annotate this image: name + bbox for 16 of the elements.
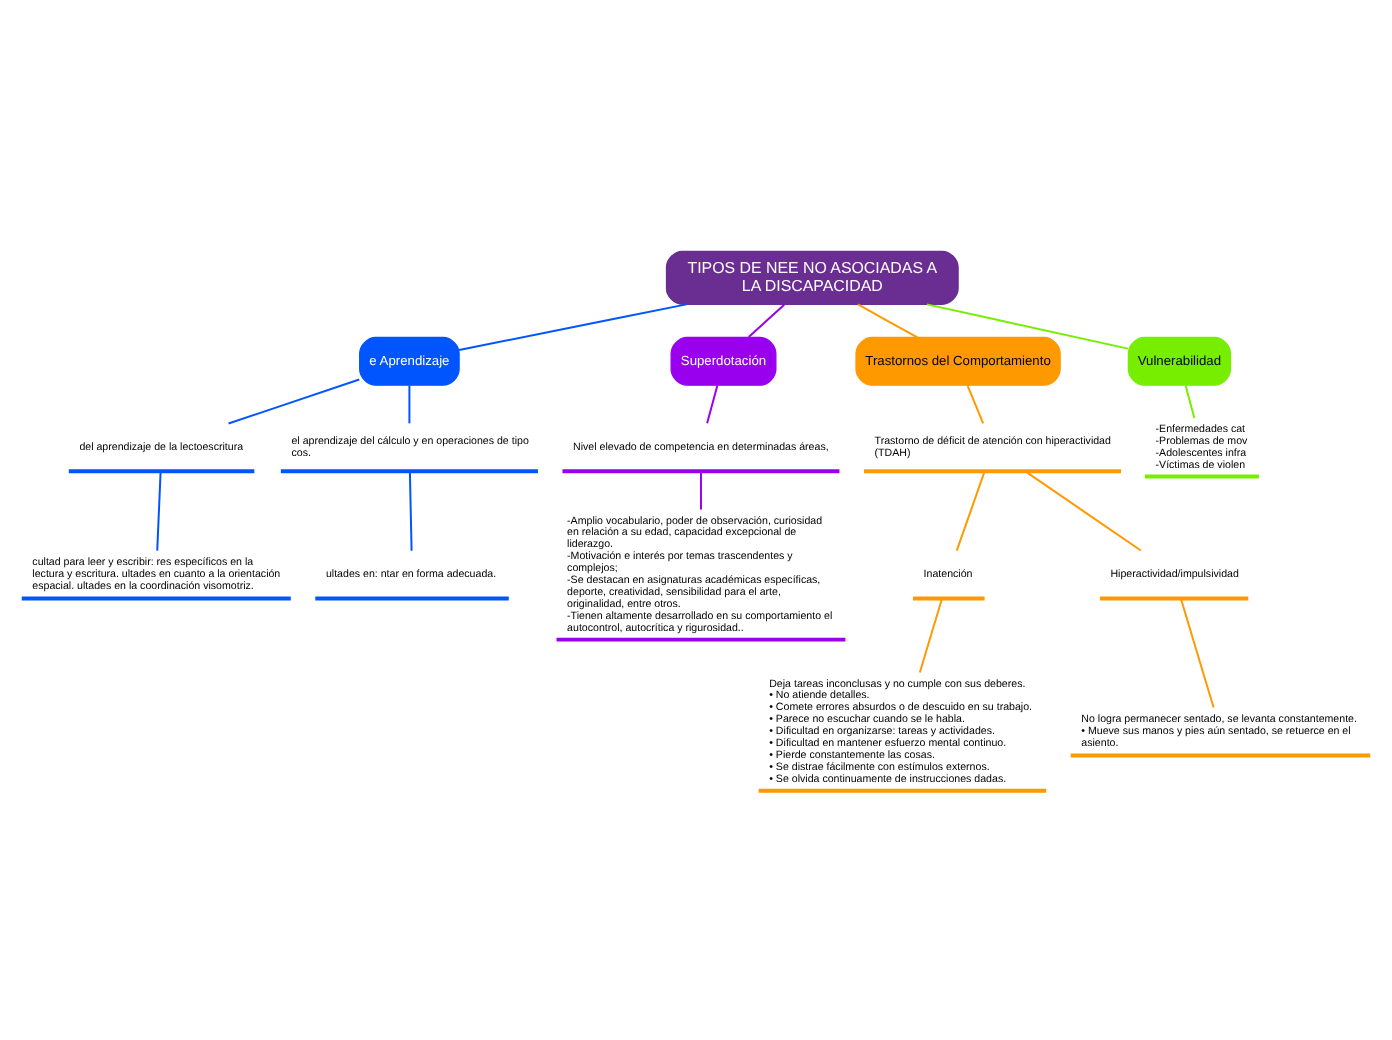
connector (747, 302, 786, 337)
connector (925, 302, 1129, 349)
connector (458, 302, 688, 350)
connector (1184, 383, 1196, 418)
connector (699, 469, 702, 510)
connector (1024, 469, 1142, 551)
connector (408, 469, 413, 551)
connector (1179, 596, 1215, 708)
connector (706, 383, 719, 424)
connector (857, 302, 919, 338)
connector (408, 383, 411, 424)
connector (227, 377, 361, 424)
connector (966, 383, 985, 424)
connector (955, 469, 986, 551)
connector (918, 596, 943, 673)
connector (156, 469, 162, 551)
